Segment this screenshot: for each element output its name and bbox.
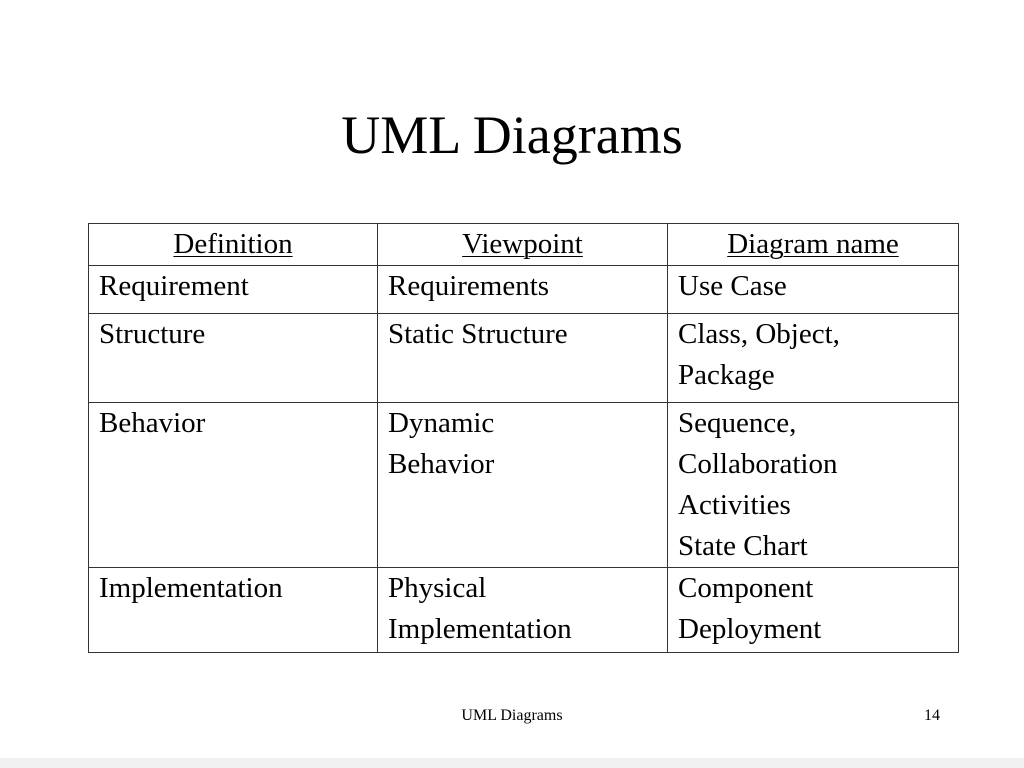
table-row: Structure Static Structure Class, Object… [88,313,959,403]
cell-text: Sequence, Collaboration Activities State… [678,407,838,562]
cell-text: Physical Implementation [388,572,572,645]
header-definition: Definition [88,223,378,266]
table-cell: Use Case [667,265,959,314]
table-row: Implementation Physical Implementation C… [88,567,959,653]
bottom-band [0,758,1024,768]
cell-text: Structure [99,318,206,350]
cell-text: Use Case [678,270,787,302]
table-cell: Behavior [88,402,378,568]
cell-text: Static Structure [388,318,568,350]
cell-text: Class, Object, Package [678,318,840,391]
cell-text: Component Deployment [678,572,822,645]
table-row: Requirement Requirements Use Case [88,265,959,314]
header-diagram-name: Diagram name [667,223,959,266]
table-cell: Sequence, Collaboration Activities State… [667,402,959,568]
table-cell: Requirement [88,265,378,314]
table-cell: Requirements [377,265,668,314]
table-cell: Class, Object, Package [667,313,959,403]
table-row: Behavior Dynamic Behavior Sequence, Coll… [88,402,959,568]
footer-page-number: 14 [924,707,940,724]
footer-title: UML Diagrams [461,707,563,724]
cell-text: Dynamic Behavior [388,407,495,480]
table-cell: Structure [88,313,378,403]
cell-text: Implementation [99,572,283,604]
header-viewpoint: Viewpoint [377,223,668,266]
table-cell: Static Structure [377,313,668,403]
cell-text: Behavior [99,407,206,439]
table-cell: Implementation [88,567,378,653]
uml-diagrams-table: Definition Viewpoint Diagram name Requir… [88,223,959,653]
table-header-row: Definition Viewpoint Diagram name [88,223,959,266]
table-cell: Dynamic Behavior [377,402,668,568]
table-cell: Component Deployment [667,567,959,653]
slide-title: UML Diagrams [341,105,683,165]
table-cell: Physical Implementation [377,567,668,653]
uml-table-container: Definition Viewpoint Diagram name Requir… [88,223,959,653]
cell-text: Requirements [388,270,550,302]
cell-text: Requirement [99,270,249,302]
